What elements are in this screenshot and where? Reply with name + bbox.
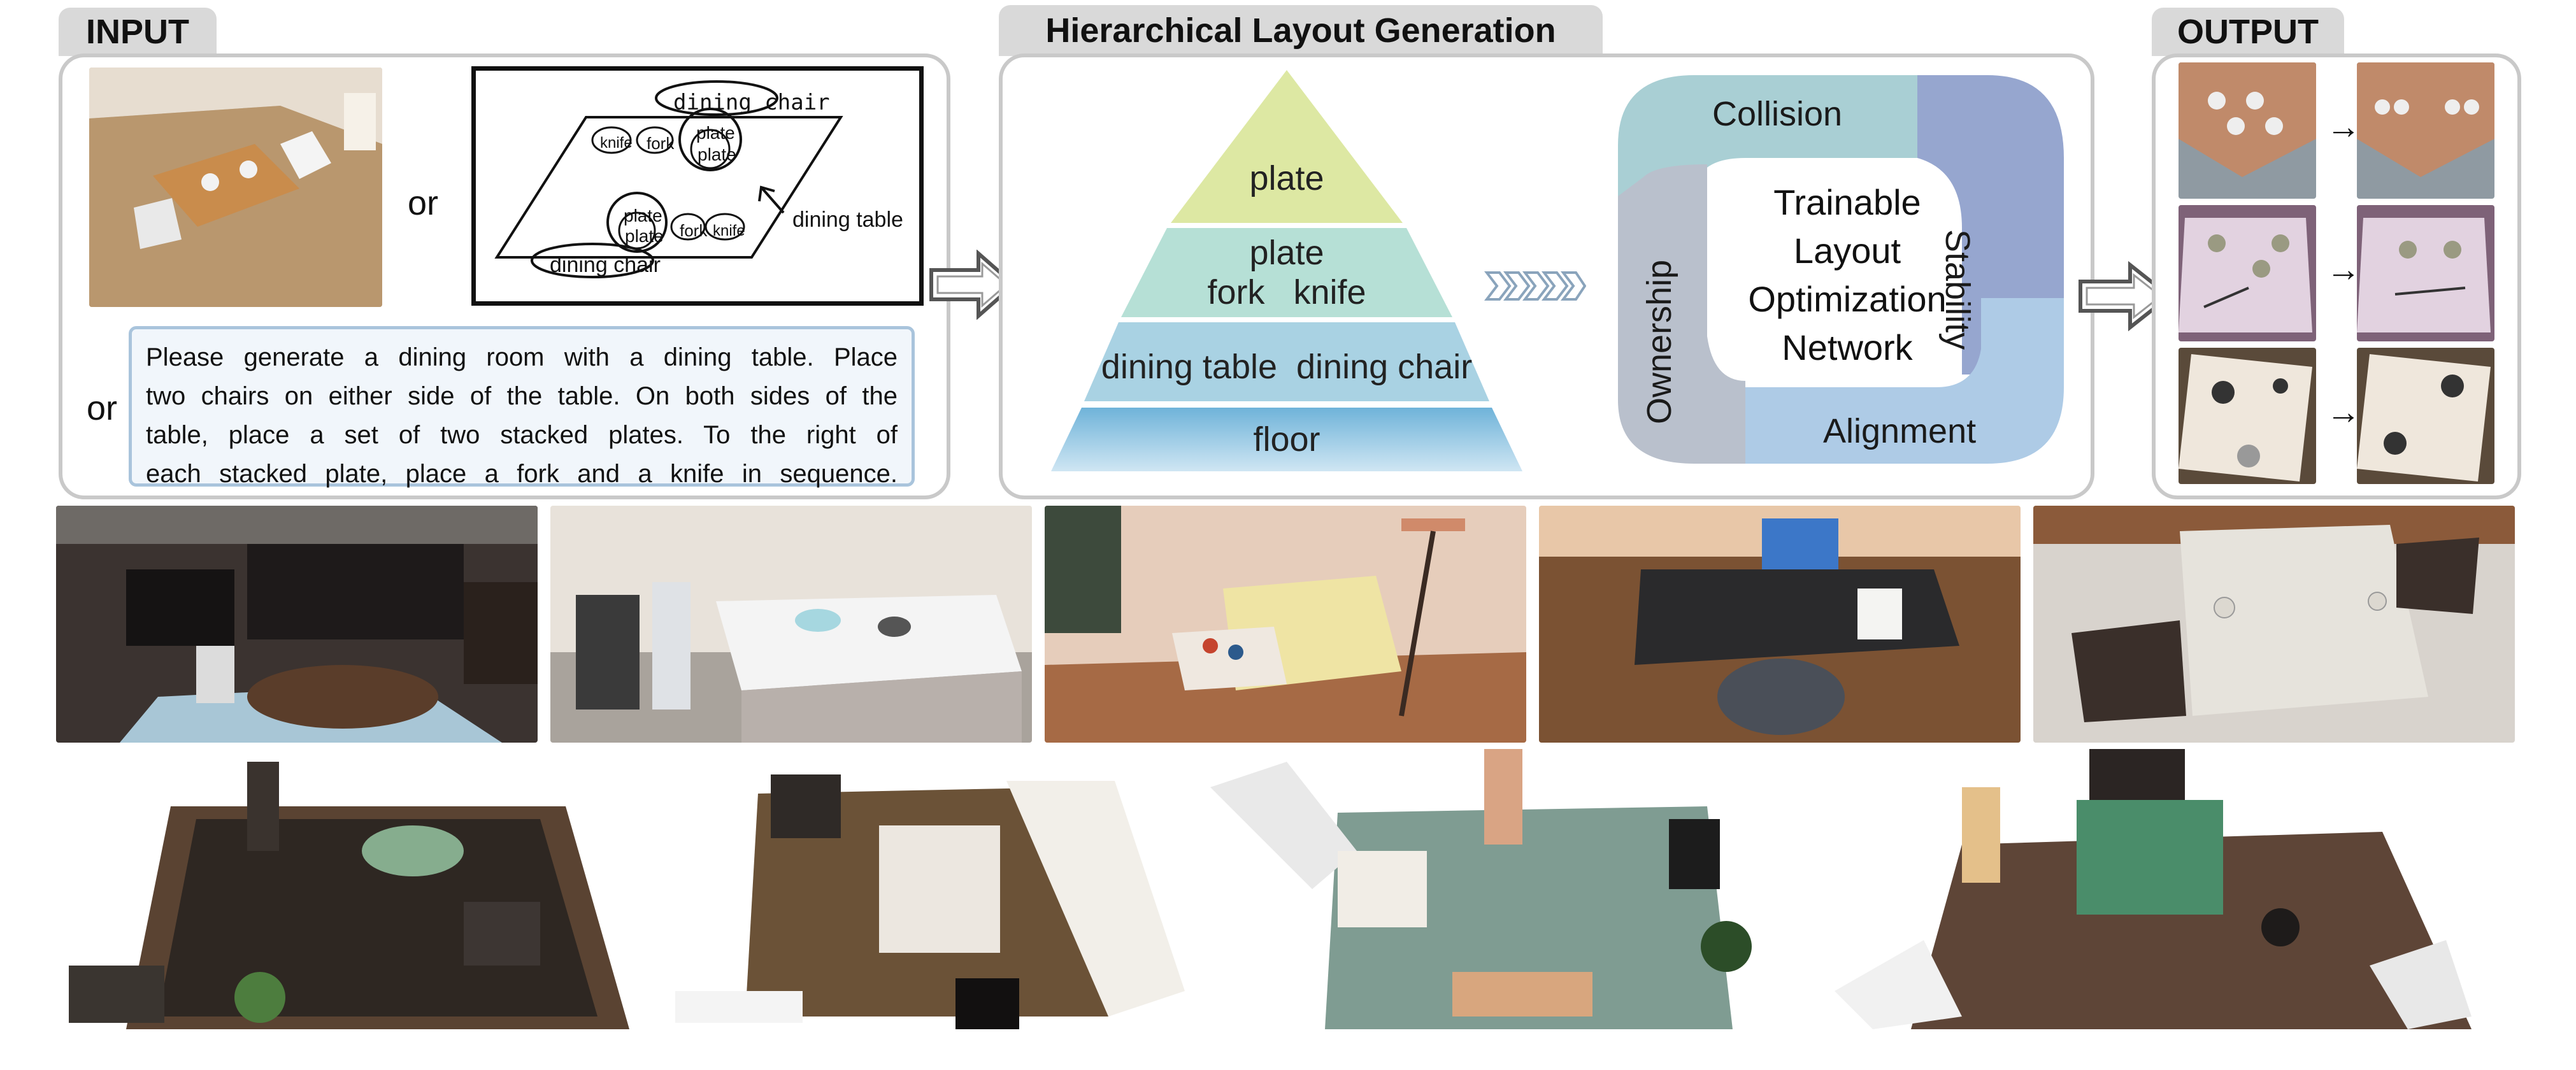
scene-render-office [1539,506,2021,743]
layout-render-4 [1835,749,2515,1029]
scene-render-kitchen [550,506,1032,743]
sketch-label-plate-top-b: plate [698,145,736,164]
output-before-1 [2179,62,2316,199]
or-label-1: or [408,184,439,222]
input-to-generation-arrow [929,250,1017,320]
pyramid-tier-4: floor [1198,414,1376,465]
input-tab: INPUT [59,8,217,56]
layout-render-1 [56,749,668,1029]
pyramid-tier-2: plate fork knife [1166,229,1408,316]
ownership-label: Ownership [1640,259,1678,424]
input-tab-label: INPUT [86,13,189,51]
alignment-label: Alignment [1823,412,1977,450]
scene-render-sofa [1045,506,1526,743]
text-prompt: Please generate a dining room with a din… [129,326,915,488]
sketch-label-dining-chair-bot: dining chair [550,253,661,277]
tier4-label: floor [1253,420,1320,459]
sketch-label-knife-bot: knife [713,222,745,239]
sketch-label-dining-chair-top: dining chair [673,90,830,115]
output-arrow-2: → [2326,250,2361,289]
tier2-label-line1: plate [1249,234,1324,272]
prompt-line-2: two chairs on either side of the table. … [146,382,898,410]
output-after-1 [2357,62,2494,199]
sketch-label-dining-table: dining table [792,208,903,232]
generation-to-output-arrow [2079,261,2173,331]
layout-render-3 [1210,749,1847,1029]
output-tab-label: OUTPUT [2177,13,2319,51]
sketch-label-plate-bot-b: plate [625,226,664,246]
sketch-label-knife-top: knife [600,134,633,152]
generation-tab-label: Hierarchical Layout Generation [1045,11,1556,50]
output-arrow-3: → [2326,393,2361,431]
sketch-label-fork-bot: fork [680,221,708,240]
prompt-line-3: table, place a set of two stacked plates… [146,421,898,449]
optimization-cycle [1618,75,2064,464]
tier2-label-line2: fork knife [1207,273,1366,311]
output-before-3 [2179,348,2316,484]
layout-render-2 [675,749,1249,1029]
sketch-label-fork-top: fork [647,134,675,153]
scene-render-dining [2033,506,2515,743]
or-label-2: or [87,389,118,427]
pyramid [1051,70,1522,471]
network-line-4: Network [1782,327,1913,367]
output-before-2 [2179,205,2316,341]
input-room-photo [89,68,382,307]
tier1-label: plate [1249,159,1324,197]
output-tab: OUTPUT [2152,8,2344,56]
network-line-3: Optimization [1748,279,1947,319]
tier3-label: dining table dining chair [1101,348,1473,386]
pyramid-tier-1: plate [1198,146,1376,210]
prompt-line-4: each stacked plate, place a fork and a k… [146,460,898,488]
chevron-arrows [1484,271,1586,301]
scene-render-living-room [56,506,538,743]
collision-label: Collision [1712,95,1843,133]
generation-tab: Hierarchical Layout Generation [999,5,1603,56]
output-arrow-1: → [2326,108,2361,146]
pyramid-tier-3: dining table dining chair [1101,335,1472,399]
sketch-label-plate-bot-a: plate [624,206,662,225]
sketch-label-plate-top-a: plate [696,123,735,143]
network-line-2: Layout [1793,231,1901,271]
output-after-2 [2357,205,2494,341]
output-after-3 [2357,348,2494,484]
input-sketch: dining chair knife fork plate plate plat… [471,66,924,306]
prompt-line-1: Please generate a dining room with a din… [146,343,898,371]
network-label: Trainable Layout Optimization Network [1720,178,1975,372]
network-line-1: Trainable [1773,182,1921,222]
